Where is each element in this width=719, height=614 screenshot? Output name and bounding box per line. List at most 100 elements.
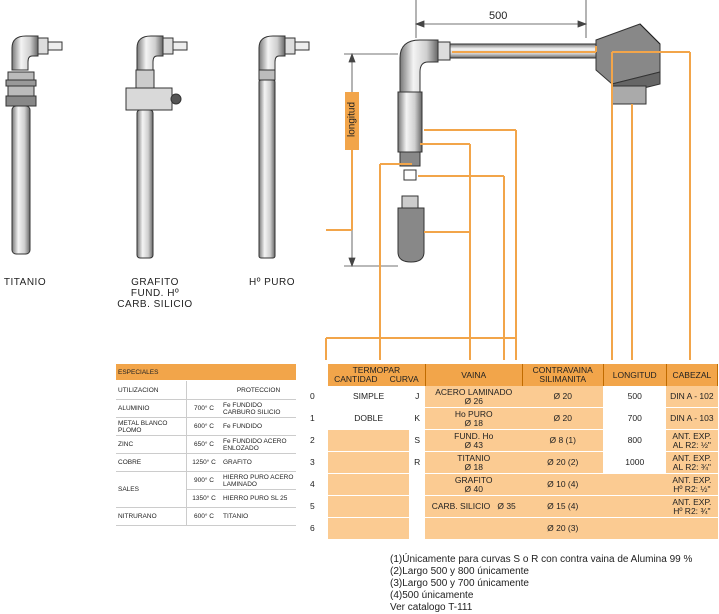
cell-util: METAL BLANCO PLOMO	[116, 417, 187, 436]
cell-contra: Ø 20 (3)	[522, 517, 604, 540]
cell-longitud	[603, 495, 667, 518]
cell-cabezal: ANT. EXP. Hº R2: ½"	[666, 473, 718, 496]
footnote: (4)500 únicamente	[390, 590, 474, 601]
cell-vaina: TITANIO Ø 18	[425, 451, 523, 474]
header-curva: CURVA	[389, 374, 419, 384]
probe-grafito	[125, 35, 188, 259]
cell-vaina: Ho PURO Ø 18	[425, 407, 523, 430]
cell-cantidad	[328, 495, 410, 518]
cell-prot: Fe FUNDIDO ACERO ENLOZADO	[221, 435, 296, 454]
cell-temp: 600° C	[186, 507, 221, 526]
cell-cabezal: DIN A - 102	[666, 386, 718, 408]
cell-prot: HIERRO PURO SL 25	[221, 489, 296, 508]
dimension-500-label: 500	[489, 10, 508, 22]
header-termopar-sub: CANTIDAD CURVA	[328, 375, 425, 384]
cell-longitud: 800	[603, 429, 667, 452]
cell-longitud: 700	[603, 407, 667, 430]
label-hierro-puro: Hº PURO	[248, 277, 296, 288]
cell-prot: Fe FUNDIDO CARBURO SILICIO	[221, 399, 296, 418]
header-contravaina: CONTRAVAINA SILIMANITA	[522, 364, 604, 386]
longitud-label: longitud	[346, 101, 358, 138]
cell-contra: Ø 15 (4)	[522, 495, 604, 518]
header-longitud: LONGITUD	[603, 364, 667, 386]
cell-n: 3	[306, 451, 328, 474]
cell-util: ZINC	[116, 435, 187, 454]
cell-cabezal: DIN A - 103	[666, 407, 718, 430]
cell-n: 4	[306, 473, 328, 496]
label-grafito: GRAFITO FUND. Hº CARB. SILICIO	[117, 277, 193, 310]
cell-prot: TITANIO	[221, 507, 296, 526]
cell-vaina: GRAFITO Ø 40	[425, 473, 523, 496]
header-num	[306, 364, 328, 386]
cell-temp: 1250° C	[186, 453, 221, 472]
cell-prot: Fe FUNDIDO	[221, 417, 296, 436]
cell-cantidad	[328, 517, 410, 540]
cell-n: 0	[306, 386, 328, 408]
header-termopar: TERMOPAR CANTIDAD CURVA	[328, 364, 426, 386]
footnote: (3)Largo 500 y 700 únicamente	[390, 578, 529, 589]
table-row: 6 Ø 20 (3)	[306, 517, 718, 540]
cell-cabezal: ANT. EXP. AL R2: ½"	[666, 429, 718, 452]
cell-temp: 650° C	[186, 435, 221, 454]
header-vaina: VAINA	[425, 364, 523, 386]
cell-util: SALES	[116, 471, 187, 508]
code-table: TERMOPAR CANTIDAD CURVA VAINA CONTRAVAINA…	[306, 364, 719, 540]
cell-temp: 1350° C	[186, 489, 221, 508]
cell-longitud	[603, 517, 667, 540]
col-utilizacion: UTILIZACION	[116, 380, 187, 400]
cell-cantidad	[328, 473, 410, 496]
header-cantidad: CANTIDAD	[334, 374, 378, 384]
cell-longitud: 1000	[603, 451, 667, 474]
cell-cantidad: SIMPLE	[328, 386, 410, 408]
cell-vaina: FUND. Ho Ø 43	[425, 429, 523, 452]
cell-curva: K	[409, 407, 426, 430]
cell-cantidad	[328, 451, 410, 474]
probe-titanio	[5, 35, 63, 255]
cell-prot: HIERRO PURO ACERO LAMINADO	[221, 471, 296, 490]
header-cabezal: CABEZAL	[666, 364, 719, 386]
cell-curva: R	[409, 451, 426, 474]
cell-curva: S	[409, 429, 426, 452]
especiales-caption-row: UTILIZACION PROTECCION	[116, 380, 296, 400]
longitud-tag: longitud	[345, 92, 359, 150]
cell-util: ALUMINIO	[116, 399, 187, 418]
cell-prot: GRAFITO	[221, 453, 296, 472]
footnote: (2)Largo 500 y 800 únicamente	[390, 566, 529, 577]
code-table-header: TERMOPAR CANTIDAD CURVA VAINA CONTRAVAINA…	[306, 364, 719, 386]
cell-util: COBRE	[116, 453, 187, 472]
footnote: (1)Únicamente para curvas S o R con cont…	[390, 554, 693, 565]
cell-contra: Ø 10 (4)	[522, 473, 604, 496]
cell-temp: 900° C	[186, 471, 221, 490]
probe-hierro-puro	[258, 35, 310, 259]
cell-cabezal: ANT. EXP. Hº R2: ¾"	[666, 495, 718, 518]
especiales-table: ESPECIALES UTILIZACION PROTECCION ALUMIN…	[116, 364, 296, 526]
cell-temp: 700° C	[186, 399, 221, 418]
cell-vaina: ACERO LAMINADO Ø 26	[425, 386, 523, 408]
cell-contra: Ø 20 (2)	[522, 451, 604, 474]
cell-contra: Ø 20	[522, 386, 604, 408]
footnote: Ver catalogo T-111	[390, 602, 473, 613]
cell-cantidad	[328, 429, 410, 452]
cell-longitud: 500	[603, 386, 667, 408]
cell-n: 1	[306, 407, 328, 430]
cell-vaina	[425, 517, 523, 540]
cell-curva	[409, 495, 426, 518]
cell-temp: 600° C	[186, 417, 221, 436]
cell-n: 5	[306, 495, 328, 518]
cell-contra: Ø 8 (1)	[522, 429, 604, 452]
col-temp	[186, 380, 221, 400]
header-termopar-label: TERMOPAR	[352, 365, 401, 375]
cell-n: 6	[306, 517, 328, 540]
leader-lines	[325, 46, 691, 360]
